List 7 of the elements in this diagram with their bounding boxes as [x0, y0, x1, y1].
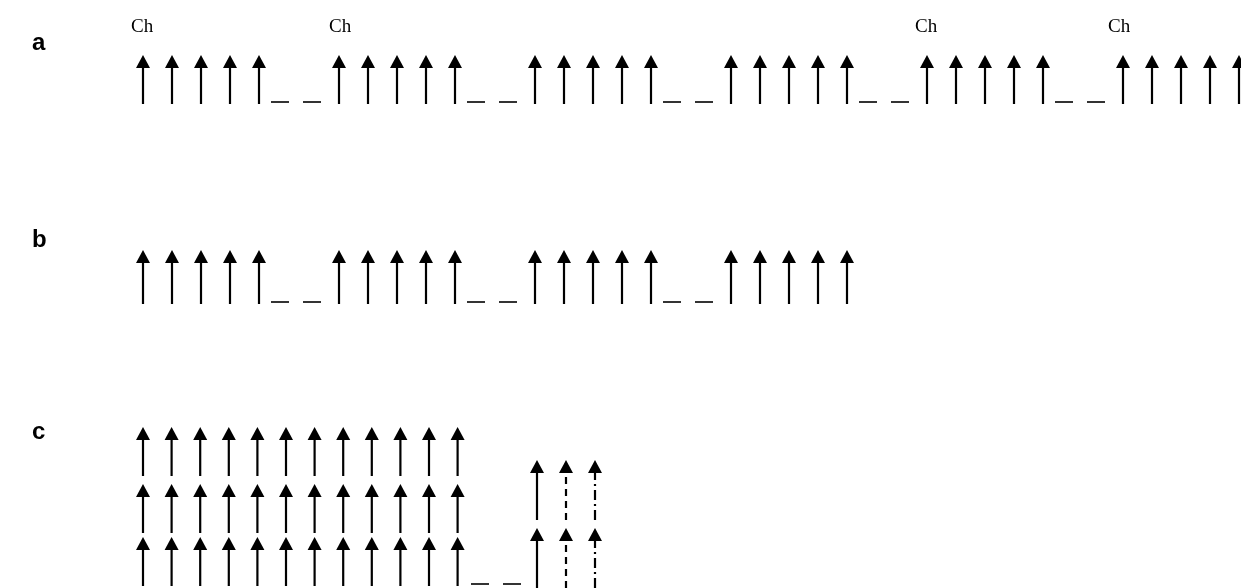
panel-label: a	[32, 30, 46, 54]
panel-label: c	[32, 419, 46, 443]
site-label: Ch	[131, 16, 154, 35]
site-label: Ch	[1108, 16, 1131, 35]
site-label: Ch	[915, 16, 938, 35]
site-label: Ch	[329, 16, 352, 35]
panel-label: b	[32, 227, 47, 251]
